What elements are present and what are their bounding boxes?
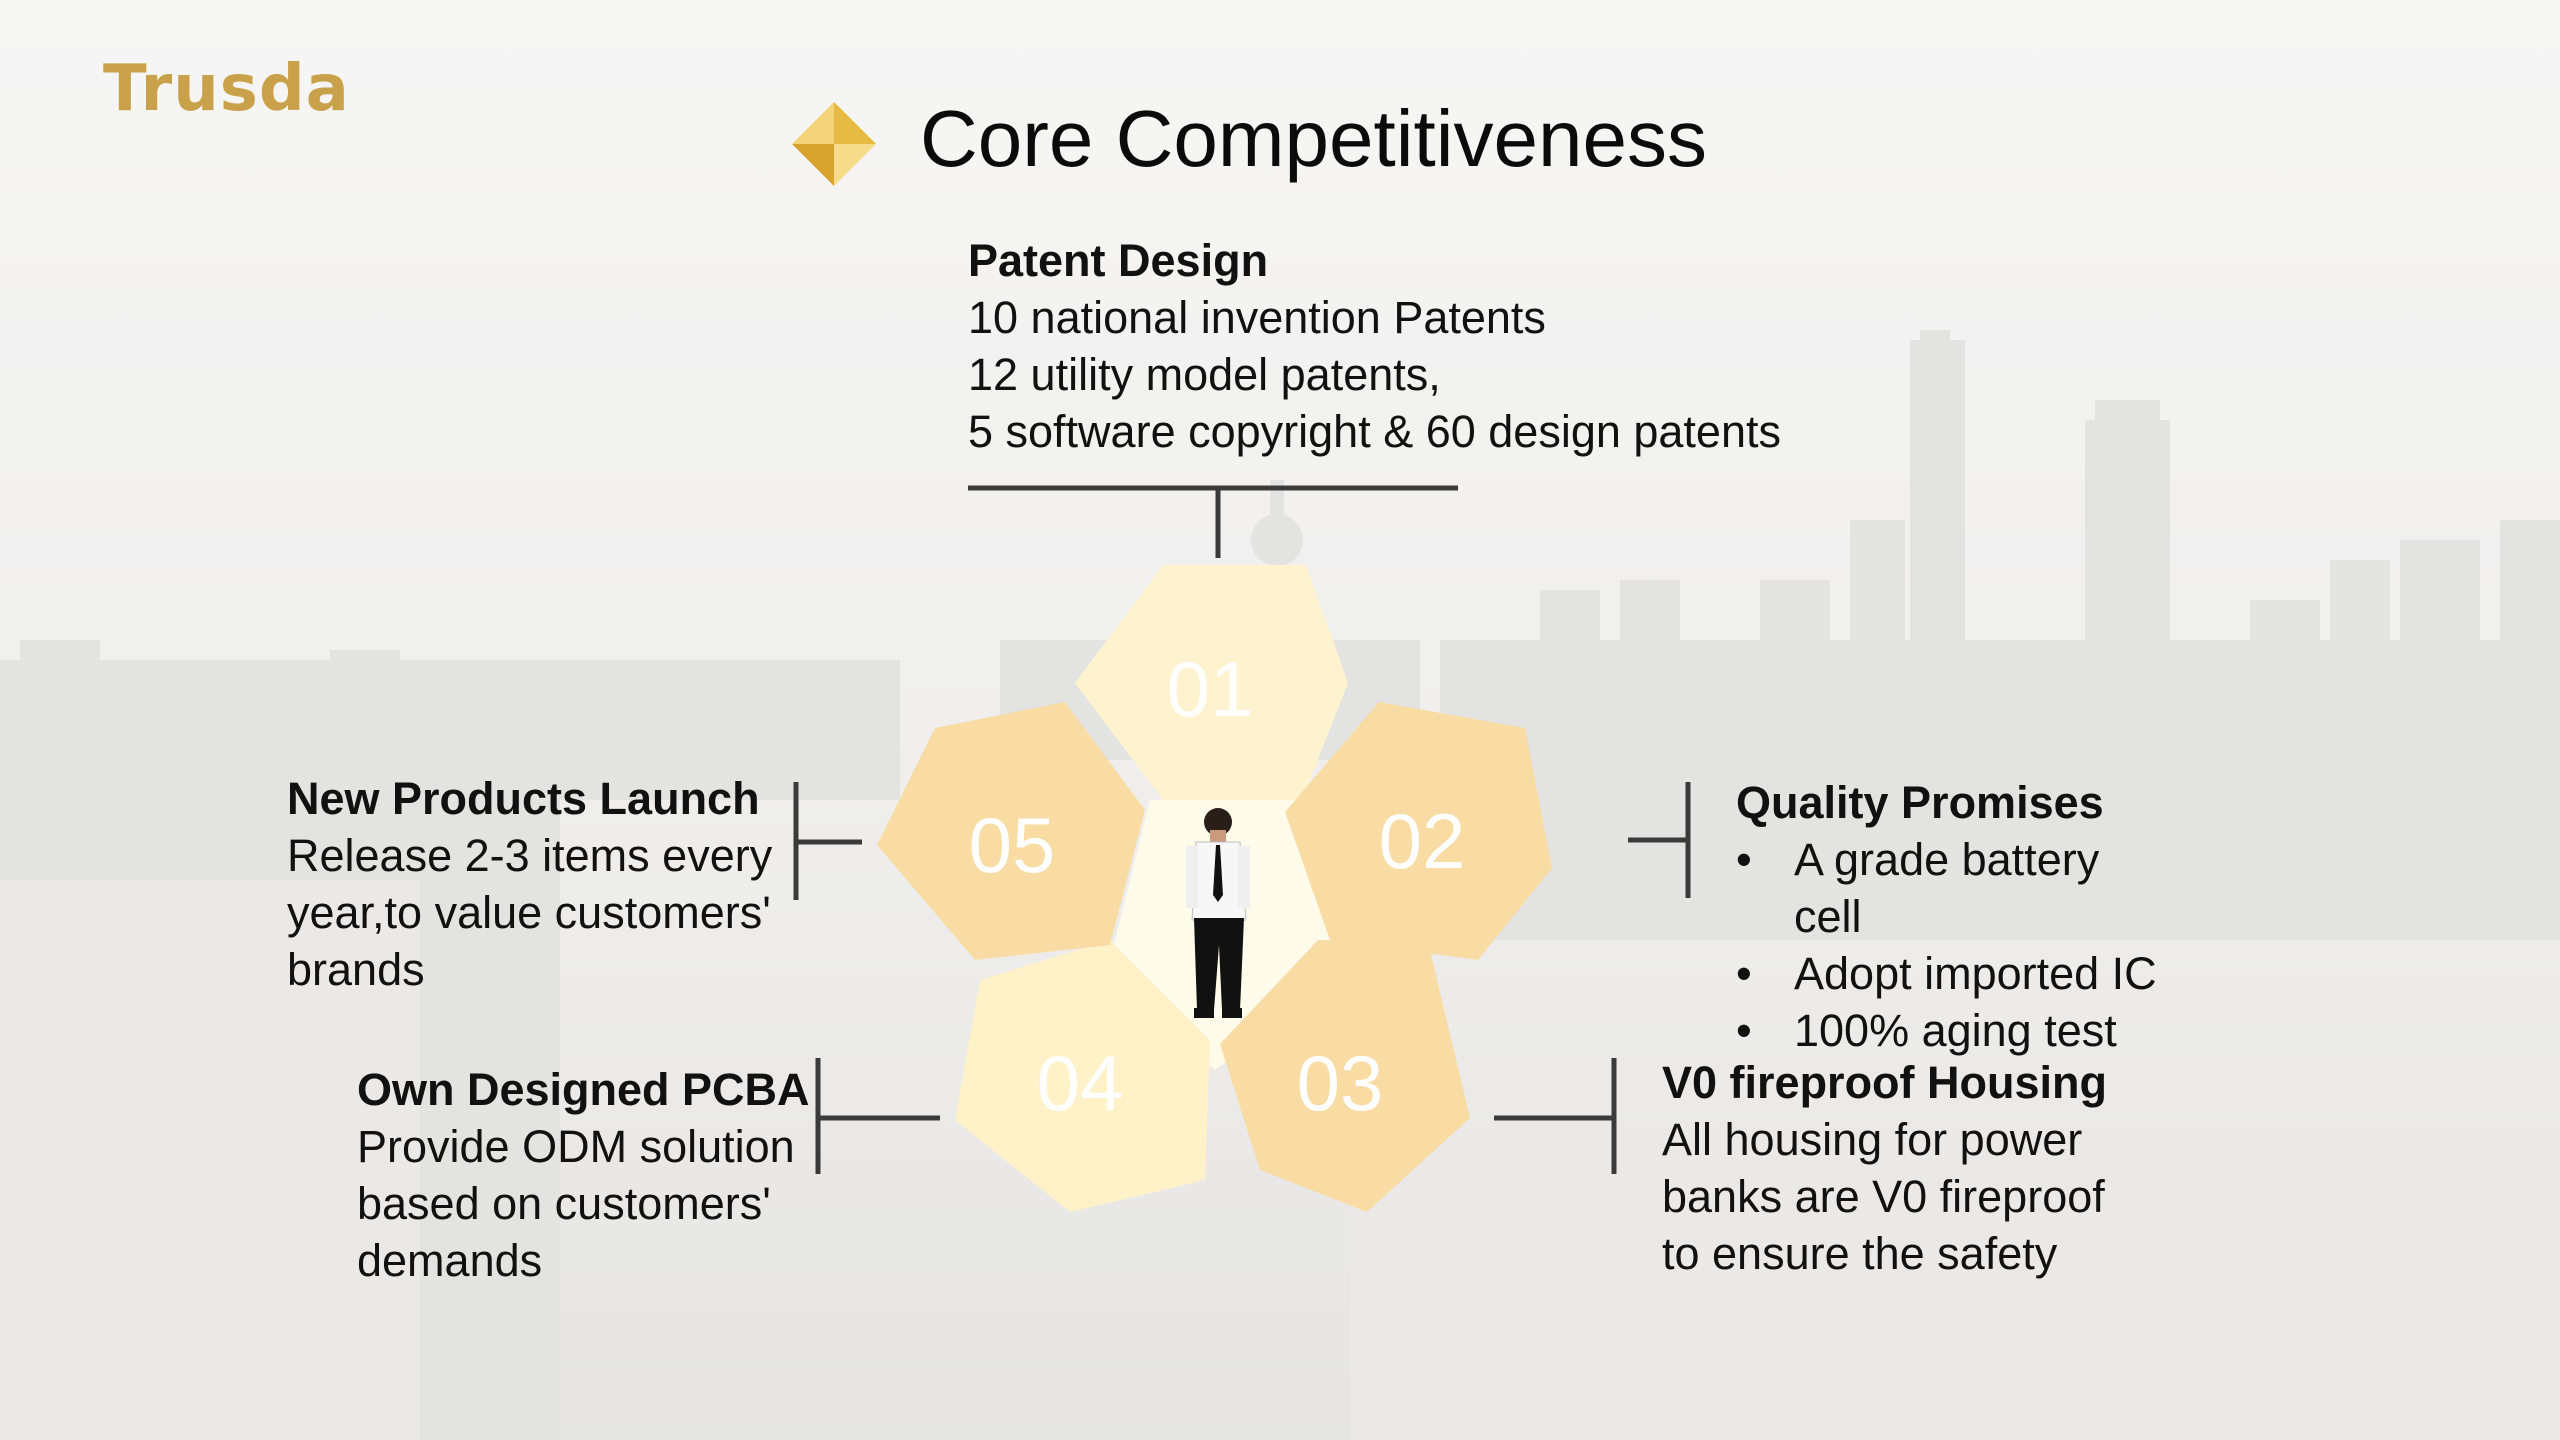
list-item: Adopt imported IC xyxy=(1736,945,2176,1002)
patent-line: 10 national invention Patents xyxy=(968,292,1546,343)
patent-line: 12 utility model patents, xyxy=(968,349,1441,400)
v0-fireproof-housing-text: V0 fireproof Housing All housing for pow… xyxy=(1662,1054,2107,1282)
petal-02-number: 02 xyxy=(1379,797,1466,885)
petal-04 xyxy=(955,940,1210,1212)
housing-line: to ensure the safety xyxy=(1662,1228,2058,1279)
pcba-line: based on customers' xyxy=(357,1178,771,1229)
patent-line: 5 software copyright & 60 design patents xyxy=(968,406,1781,457)
launch-line: Release 2-3 items every xyxy=(287,830,773,881)
launch-line: brands xyxy=(287,944,425,995)
diamond-icon xyxy=(792,102,876,186)
list-item: 100% aging test xyxy=(1736,1002,2176,1059)
petal-05 xyxy=(877,702,1145,960)
petal-03-number: 03 xyxy=(1297,1039,1384,1127)
launch-line: year,to value customers' xyxy=(287,887,771,938)
quality-promises-list: A grade battery cell Adopt imported IC 1… xyxy=(1736,831,2176,1059)
housing-line: banks are V0 fireproof xyxy=(1662,1171,2105,1222)
pcba-line: demands xyxy=(357,1235,543,1286)
page-title: Core Competitiveness xyxy=(920,94,1707,183)
petal-01-number: 01 xyxy=(1167,645,1254,733)
pcba-line: Provide ODM solution xyxy=(357,1121,795,1172)
patent-design-text: Patent Design 10 national invention Pate… xyxy=(968,232,1781,460)
petal-02 xyxy=(1285,702,1552,960)
quality-promises-heading: Quality Promises xyxy=(1736,777,2104,828)
own-designed-pcba-heading: Own Designed PCBA xyxy=(357,1064,810,1115)
petal-01 xyxy=(1075,565,1348,800)
housing-line: All housing for power xyxy=(1662,1114,2083,1165)
petal-04-number: 04 xyxy=(1037,1039,1124,1127)
brand-logo: Trusda xyxy=(103,52,350,126)
connectors xyxy=(793,485,1691,1174)
list-item: A grade battery cell xyxy=(1736,831,2176,945)
new-products-launch-heading: New Products Launch xyxy=(287,773,760,824)
new-products-launch-text: New Products Launch Release 2-3 items ev… xyxy=(287,770,772,998)
own-designed-pcba-text: Own Designed PCBA Provide ODM solution b… xyxy=(357,1061,810,1289)
businessman-icon xyxy=(1186,808,1250,1018)
quality-promises-text: Quality Promises A grade battery cell Ad… xyxy=(1736,774,2176,1059)
petal-03 xyxy=(1220,940,1470,1212)
petal-05-number: 05 xyxy=(969,801,1056,889)
patent-design-heading: Patent Design xyxy=(968,235,1269,286)
v0-fireproof-housing-heading: V0 fireproof Housing xyxy=(1662,1057,2108,1108)
